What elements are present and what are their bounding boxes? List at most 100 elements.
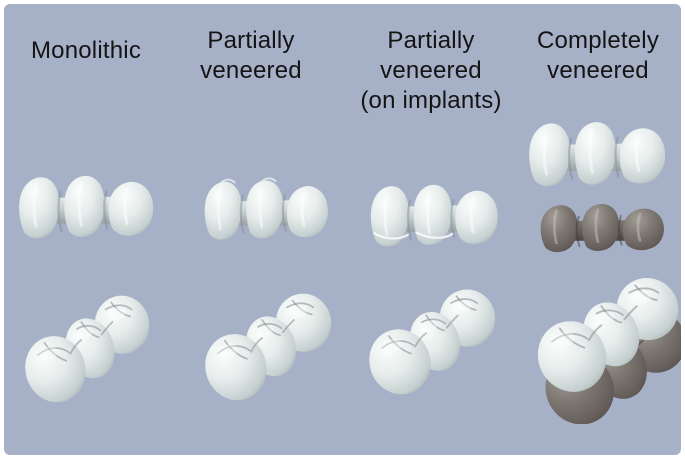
tooth-crown-2	[582, 204, 620, 251]
column-header-completely-veneered: Completely veneered	[536, 27, 660, 84]
crown-highlight-ridge	[542, 129, 548, 176]
occlusal-groove	[104, 304, 133, 311]
occlusal-groove	[43, 341, 68, 362]
column-header-partially-veneered-implants: Partially veneered (on implants)	[360, 27, 502, 114]
occlusal-groove	[110, 301, 132, 318]
model-completely-veneered-framework-buccal-view	[540, 204, 664, 253]
interproximal-shadow	[239, 194, 245, 234]
crown-highlight-ridge	[32, 183, 38, 228]
occlusal-groove	[450, 298, 479, 304]
occlusal-groove	[421, 318, 447, 325]
interproximal-shadow	[57, 190, 63, 233]
interproximal-shadow	[103, 190, 109, 230]
bridge-side-dark	[540, 204, 664, 253]
interproximal-shadow	[282, 193, 287, 232]
model-monolithic-occlusal-view	[25, 295, 150, 403]
tooth-crown-3	[108, 181, 154, 236]
model-partially-veneered-buccal-view	[204, 177, 328, 240]
tooth-crown-1	[204, 181, 242, 240]
crown-highlight-ridge	[77, 181, 83, 227]
model-partially-veneered-occlusal-view	[205, 293, 332, 401]
occlusal-groove	[387, 335, 412, 355]
bridge-occlusal-light	[369, 289, 496, 395]
occlusal-groove	[223, 339, 248, 360]
specular-highlight	[630, 290, 652, 305]
tooth-crown-1	[529, 123, 570, 187]
crown-highlight-ridge	[426, 190, 432, 235]
specular-highlight	[380, 339, 403, 355]
occlusal-groove	[623, 305, 638, 321]
model-monolithic-buccal-view	[19, 175, 154, 239]
occlusal-groove	[261, 319, 281, 337]
occlusal-groove	[414, 332, 427, 348]
crown-highlight-ridge	[635, 134, 641, 173]
bridge-occlusal-light	[205, 293, 332, 401]
occlusal-groove	[80, 321, 100, 339]
tooth-crown-1	[540, 205, 578, 253]
tooth-crown-1	[370, 186, 409, 247]
gingival-ledge	[373, 232, 410, 240]
specular-highlight	[107, 307, 126, 321]
occlusal-groove	[76, 325, 102, 332]
tooth-crown-3	[286, 186, 328, 238]
occlusal-groove	[634, 284, 658, 302]
specular-highlight	[257, 325, 274, 337]
occlusal-groove	[628, 287, 660, 294]
specular-highlight	[550, 332, 575, 349]
tooth-crown-2	[64, 175, 105, 237]
occlusal-groove	[281, 319, 295, 334]
occlusal-groove	[381, 340, 415, 349]
interproximal-shadow	[614, 136, 620, 178]
specular-highlight	[216, 344, 239, 360]
model-partially-veneered-implants-occlusal-view	[369, 289, 496, 395]
veneer-layer	[537, 277, 679, 392]
specular-highlight	[288, 305, 308, 319]
crown-highlight-ridge	[300, 191, 306, 228]
occlusal-groove	[217, 345, 251, 355]
occlusal-groove	[257, 323, 283, 330]
occlusal-groove	[250, 337, 263, 353]
column-header-monolithic: Monolithic	[30, 37, 142, 64]
crown-highlight-ridge	[469, 196, 475, 234]
crown-highlight-ridge	[636, 213, 642, 242]
specular-highlight	[36, 346, 58, 362]
bridge-side-light	[529, 122, 666, 187]
crown-highlight-ridge	[383, 191, 389, 237]
occlusal-groove	[291, 299, 313, 316]
tooth-crown-3	[619, 128, 666, 184]
model-completely-veneered-veneer-buccal-view	[529, 122, 666, 187]
occlusal-groove	[425, 314, 445, 332]
specular-highlight	[596, 311, 615, 325]
interproximal-shadow	[567, 137, 574, 180]
crown-highlight-ridge	[123, 187, 129, 225]
specular-highlight	[421, 320, 438, 333]
bridge-side-light	[204, 177, 328, 240]
crown-highlight-ridge	[258, 185, 264, 229]
gingival-ledge	[415, 231, 454, 239]
interproximal-shadow	[618, 215, 623, 246]
bridge-side-light	[19, 175, 154, 239]
crown-highlight-ridge	[594, 208, 600, 243]
tooth-crown-2	[413, 184, 452, 245]
model-partially-veneered-implants-buccal-view	[370, 184, 498, 247]
tooth-crown-2	[246, 180, 284, 239]
occlusal-groove	[69, 339, 83, 355]
tooth-crown-2	[574, 122, 616, 185]
bridge-occlusal-light	[25, 295, 150, 403]
occlusal-groove	[551, 333, 589, 343]
tooth-crown-1	[19, 177, 60, 239]
bridge-side-light	[370, 184, 498, 247]
occlusal-groove	[445, 314, 459, 329]
occlusal-groove	[100, 321, 114, 336]
tooth-crown-3	[622, 208, 664, 251]
crown-highlight-ridge	[217, 187, 222, 230]
occlusal-groove	[595, 309, 624, 316]
crown-highlight-ridge	[553, 209, 558, 245]
specular-highlight	[452, 300, 472, 314]
bridge-occlusal-light	[537, 277, 679, 392]
occlusal-groove	[286, 302, 315, 309]
occlusal-groove	[558, 327, 586, 349]
occlusal-groove	[588, 324, 603, 342]
interproximal-shadow	[407, 199, 412, 241]
